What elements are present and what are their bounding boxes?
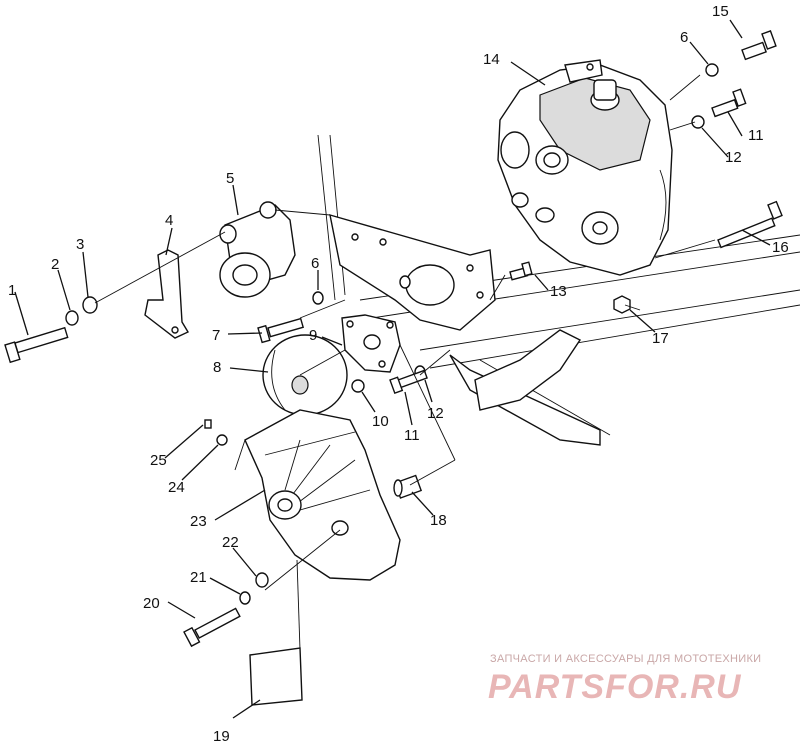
callout-labels: 1 2 3 4 5 6 6 7 8 9 10 11 11 12 12 13 14… (8, 3, 789, 745)
callout-2: 2 (51, 256, 59, 273)
callout-3: 3 (76, 236, 84, 253)
sleeve-18 (393, 474, 423, 499)
callout-leaders (14, 19, 771, 719)
callout-7: 7 (212, 327, 220, 344)
nut-17 (613, 295, 631, 314)
callout-23: 23 (190, 513, 207, 530)
callout-14: 14 (483, 51, 500, 68)
decal-19 (249, 647, 303, 706)
bolt-7 (257, 317, 305, 344)
callout-6-right: 6 (680, 29, 688, 46)
callout-21: 21 (190, 569, 207, 586)
callout-10: 10 (372, 413, 389, 430)
callout-12-upper: 12 (725, 149, 742, 166)
washer-22 (255, 572, 269, 588)
callout-18: 18 (430, 512, 447, 529)
callout-11-lower: 11 (404, 427, 420, 444)
plate-9 (341, 314, 401, 373)
callout-16: 16 (772, 239, 789, 256)
callout-22: 22 (222, 534, 239, 551)
assembly-line-1 (94, 231, 226, 304)
callout-9: 9 (309, 327, 317, 344)
mounting-plate (329, 214, 496, 331)
callout-25: 25 (150, 452, 167, 469)
watermark-logo: PARTSFOR.RU (488, 668, 742, 706)
watermark-tagline: ЗАПЧАСТИ И АКСЕССУАРЫ ДЛЯ МОТОТЕХНИКИ (490, 653, 761, 665)
bolt-1 (4, 326, 69, 364)
washer-3 (82, 296, 98, 314)
frame-gusset (474, 329, 582, 411)
callout-20: 20 (143, 595, 160, 612)
bolt-11-upper (711, 88, 747, 118)
callout-11-upper: 11 (748, 127, 764, 144)
gearcase (497, 59, 673, 276)
callout-15: 15 (712, 3, 729, 20)
washer-21 (239, 591, 251, 605)
bolt-15 (741, 30, 777, 61)
callout-4: 4 (165, 212, 173, 229)
bolt-13 (509, 261, 533, 281)
drive-cover-23 (234, 409, 401, 581)
assembly-line-19 (296, 559, 301, 651)
washer-2 (65, 310, 79, 326)
callout-6-left: 6 (311, 255, 319, 272)
washer-near-plate (399, 275, 411, 289)
washer-6-left (312, 291, 324, 305)
bracket (144, 249, 190, 339)
callout-8: 8 (213, 359, 221, 376)
motor (219, 201, 296, 298)
pulley-8 (262, 334, 348, 416)
assembly-lines (264, 74, 716, 591)
callout-5: 5 (226, 170, 234, 187)
frame-rails (317, 134, 800, 446)
nut-10 (351, 379, 365, 393)
washer-24 (216, 434, 228, 446)
callout-19: 19 (213, 728, 230, 745)
frame-bracket (449, 354, 601, 446)
screw-25 (204, 419, 212, 429)
bolt-20 (183, 607, 241, 648)
callout-12-lower: 12 (427, 405, 444, 422)
washer-12-right (691, 115, 705, 129)
watermark: ЗАПЧАСТИ И АКСЕССУАРЫ ДЛЯ МОТОТЕХНИКИ PA… (488, 653, 761, 706)
callout-17: 17 (652, 330, 669, 347)
callout-1: 1 (8, 282, 16, 299)
callout-24: 24 (168, 479, 185, 496)
washer-6-right (705, 63, 719, 77)
callout-13: 13 (550, 283, 567, 300)
